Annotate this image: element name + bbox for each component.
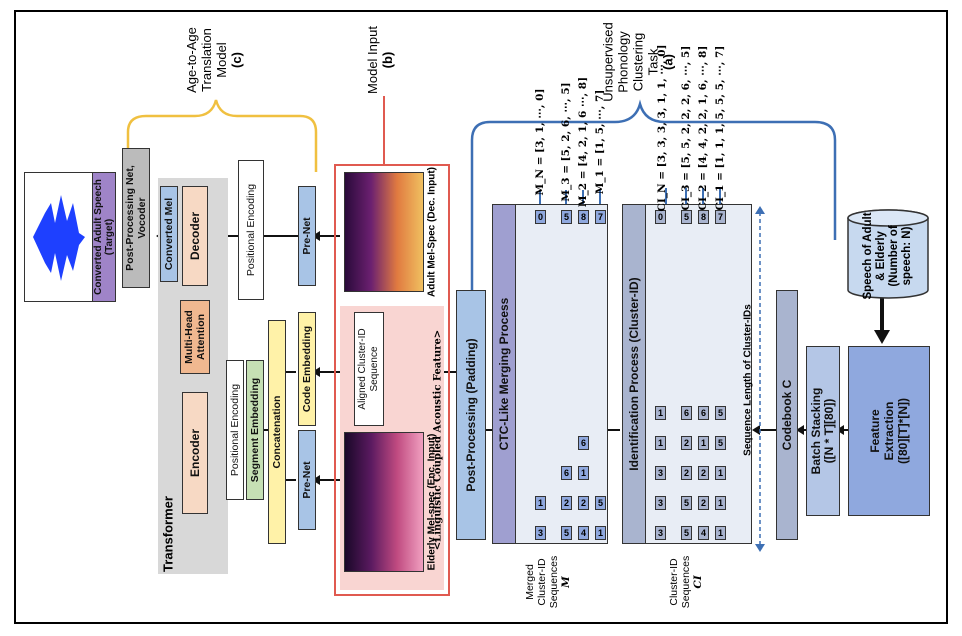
m-cell: 2	[561, 496, 572, 510]
converted-mel-block: Converted Mel	[160, 186, 178, 282]
ci-cell: 1	[698, 436, 709, 450]
blue-bracket	[470, 99, 837, 240]
ci-cell: 3	[655, 496, 666, 510]
m-cell: 5	[561, 210, 572, 224]
seq-length-label: Sequence Length of Cluster-IDs	[742, 304, 754, 456]
m-cell: 5	[595, 496, 606, 510]
ci-cell: 8	[698, 210, 709, 224]
m-cell: 3	[535, 526, 546, 540]
positional-enc-enc-block: Positional Encoding	[226, 360, 244, 500]
encoder-block: Encoder	[182, 392, 208, 514]
prenet-enc-block: Pre-Net	[298, 430, 316, 530]
m-seq-3: M_3 = [5, 2, 6, ⋯, 5]	[560, 82, 572, 202]
ci-cell: 3	[655, 466, 666, 480]
post-processing-block: Post-Processing (Padding)	[456, 290, 486, 540]
m-cell: 8	[578, 210, 589, 224]
yellow-bracket	[126, 99, 318, 172]
elderly-spectrogram	[344, 432, 424, 572]
m-seq-n: M_N = [3, 1, ⋯, 0]	[534, 88, 546, 196]
model-input-box	[334, 164, 450, 596]
post-net-block: Post-Processing Net,Vocoder	[122, 148, 150, 288]
converted-speech-label: Converted Adult Speech(Target)	[92, 172, 116, 302]
ci-cell: 5	[681, 526, 692, 540]
ci-cell: 6	[698, 406, 709, 420]
ci-cell: 2	[681, 436, 692, 450]
adult-spectrogram	[344, 172, 424, 292]
ci-cell: 0	[655, 210, 666, 224]
code-embedding-block: Code Embedding	[298, 312, 316, 426]
ci-cell: 5	[715, 436, 726, 450]
figure-frame	[14, 10, 948, 624]
feature-extraction-block: Feature Extraction ([80][T]*[N])	[848, 346, 930, 516]
ci-cell: 1	[655, 436, 666, 450]
m-cell: 5	[561, 526, 572, 540]
m-seq-1: M_1 = [1, 5, ⋯, 7]	[594, 89, 606, 195]
waveform-image	[33, 195, 85, 281]
adult-spec-label: Adult Mel-Spec (Dec. Input)	[426, 167, 438, 297]
ci-cell: 5	[681, 496, 692, 510]
ci-cell: 6	[681, 406, 692, 420]
m-cell: 0	[535, 210, 546, 224]
ci-cell: 5	[681, 210, 692, 224]
m-cell: 2	[578, 496, 589, 510]
ci-seq-3: CI_3 = [5, 5, 2, 2, 2, 6, ⋯, 5]	[680, 45, 692, 211]
ctc-merge-header: CTC-Like Merging Process	[492, 204, 516, 544]
positional-enc-dec-block: Positional Encoding	[238, 160, 264, 300]
prenet-dec-block: Pre-Net	[298, 186, 316, 286]
identification-header: Identification Process (Cluster-ID)	[622, 204, 646, 544]
ci-cell: 1	[715, 496, 726, 510]
ci-cell: 2	[698, 466, 709, 480]
ci-seq-1: CI_1 = [1, 1, 1, 5, 5, 5, ⋯, 7]	[714, 45, 726, 211]
ci-cell: 1	[715, 526, 726, 540]
m-seq-2: M_2 = [4, 2, 1, 6 ⋯, 8]	[577, 76, 589, 208]
codebook-block: Codebook C	[776, 290, 798, 540]
ci-cell: 2	[681, 466, 692, 480]
transformer-label: Transformer	[160, 496, 176, 572]
m-cell: 6	[561, 466, 572, 480]
ci-seq-n: CI_N = [3, 3, 3, 3, 1, 1, ⋯, 0]	[656, 44, 668, 212]
ci-cell: 3	[655, 526, 666, 540]
ci-cell: 2	[698, 496, 709, 510]
concatenation-block: Concatenation	[268, 320, 286, 544]
ci-cell: 7	[715, 210, 726, 224]
m-cell: 1	[595, 526, 606, 540]
ci-cell: 1	[715, 466, 726, 480]
m-cell: 1	[535, 496, 546, 510]
segment-embedding-block: Segment Embedding	[246, 360, 264, 500]
ci-cell: 1	[655, 406, 666, 420]
m-cell: 7	[595, 210, 606, 224]
m-cell: 4	[578, 526, 589, 540]
m-cell: 1	[578, 466, 589, 480]
m-cell: 6	[578, 436, 589, 450]
linguistic-label: <Linguistic Coupled Acoustic Feature>	[432, 329, 444, 551]
ci-cell: 4	[698, 526, 709, 540]
batch-stacking-block: Batch Stacking ([N * T][80])	[806, 346, 840, 516]
ci-seq-2: CI_2 = [4, 4, 2, 2, 1, 6, ⋯, 8]	[697, 45, 709, 211]
decoder-block: Decoder	[182, 186, 208, 286]
ci-cell: 5	[715, 406, 726, 420]
